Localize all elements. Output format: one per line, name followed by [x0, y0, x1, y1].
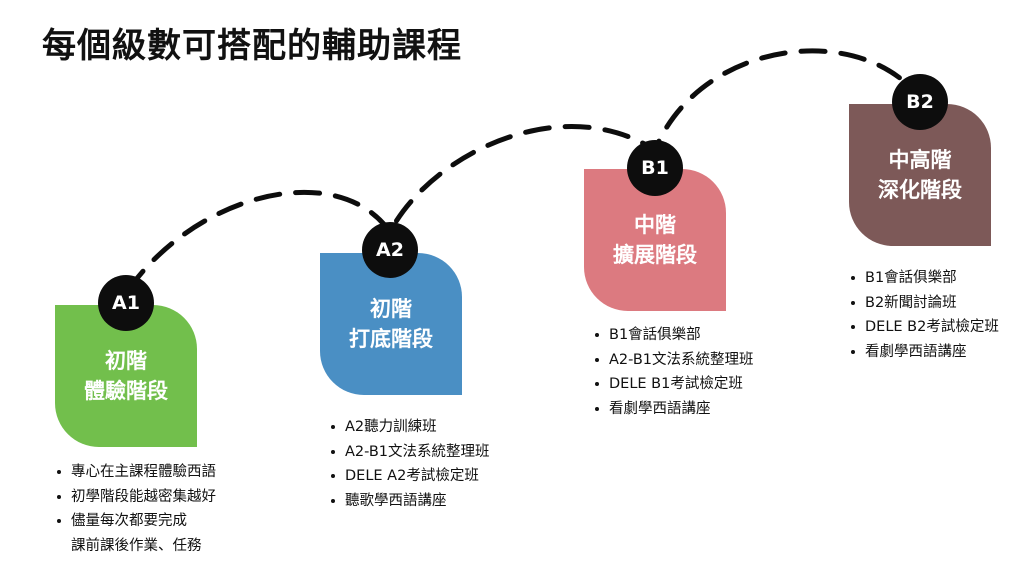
note-item: B1會話俱樂部: [593, 323, 754, 348]
stage-phase-label: 擴展階段: [613, 243, 697, 267]
stage-notes-b2: B1會話俱樂部 B2新聞討論班 DELE B2考試檢定班 看劇學西語講座: [849, 266, 999, 364]
note-item: DELE B1考試檢定班: [593, 372, 754, 397]
note-item: 看劇學西語講座: [849, 340, 999, 365]
stage-card-a2: 初階 打底階段: [320, 253, 462, 395]
note-item: 看劇學西語講座: [593, 397, 754, 422]
stage-phase-label: 打底階段: [349, 327, 433, 351]
note-item: A2-B1文法系統整理班: [593, 348, 754, 373]
stage-level-label: 中階: [634, 212, 676, 237]
level-badge-a2: A2: [362, 222, 418, 278]
note-item: 專心在主課程體驗西語: [55, 460, 216, 485]
note-item: 儘量每次都要完成: [55, 509, 216, 534]
page-title: 每個級數可搭配的輔助課程: [42, 26, 462, 66]
note-item: A2聽力訓練班: [329, 415, 490, 440]
level-badge-b1: B1: [627, 140, 683, 196]
stage-notes-a1: 專心在主課程體驗西語 初學階段能越密集越好 儘量每次都要完成 課前課後作業、任務: [55, 460, 216, 558]
stage-phase-label: 深化階段: [878, 178, 962, 202]
note-item: B1會話俱樂部: [849, 266, 999, 291]
stage-notes-a2: A2聽力訓練班 A2-B1文法系統整理班 DELE A2考試檢定班 聽歌學西語講…: [329, 415, 490, 513]
level-badge-a1: A1: [98, 275, 154, 331]
stage-notes-b1: B1會話俱樂部 A2-B1文法系統整理班 DELE B1考試檢定班 看劇學西語講…: [593, 323, 754, 421]
note-item: 初學階段能越密集越好: [55, 485, 216, 510]
note-item: DELE B2考試檢定班: [849, 315, 999, 340]
note-item: DELE A2考試檢定班: [329, 464, 490, 489]
stage-level-label: 中高階: [888, 147, 952, 172]
note-item: 課前課後作業、任務: [71, 537, 202, 554]
stage-level-label: 初階: [370, 296, 412, 321]
stage-level-label: 初階: [105, 348, 147, 373]
stage-phase-label: 體驗階段: [84, 379, 168, 403]
note-item: A2-B1文法系統整理班: [329, 440, 490, 465]
note-item: 聽歌學西語講座: [329, 489, 490, 514]
level-badge-b2: B2: [892, 74, 948, 130]
note-item: B2新聞討論班: [849, 291, 999, 316]
